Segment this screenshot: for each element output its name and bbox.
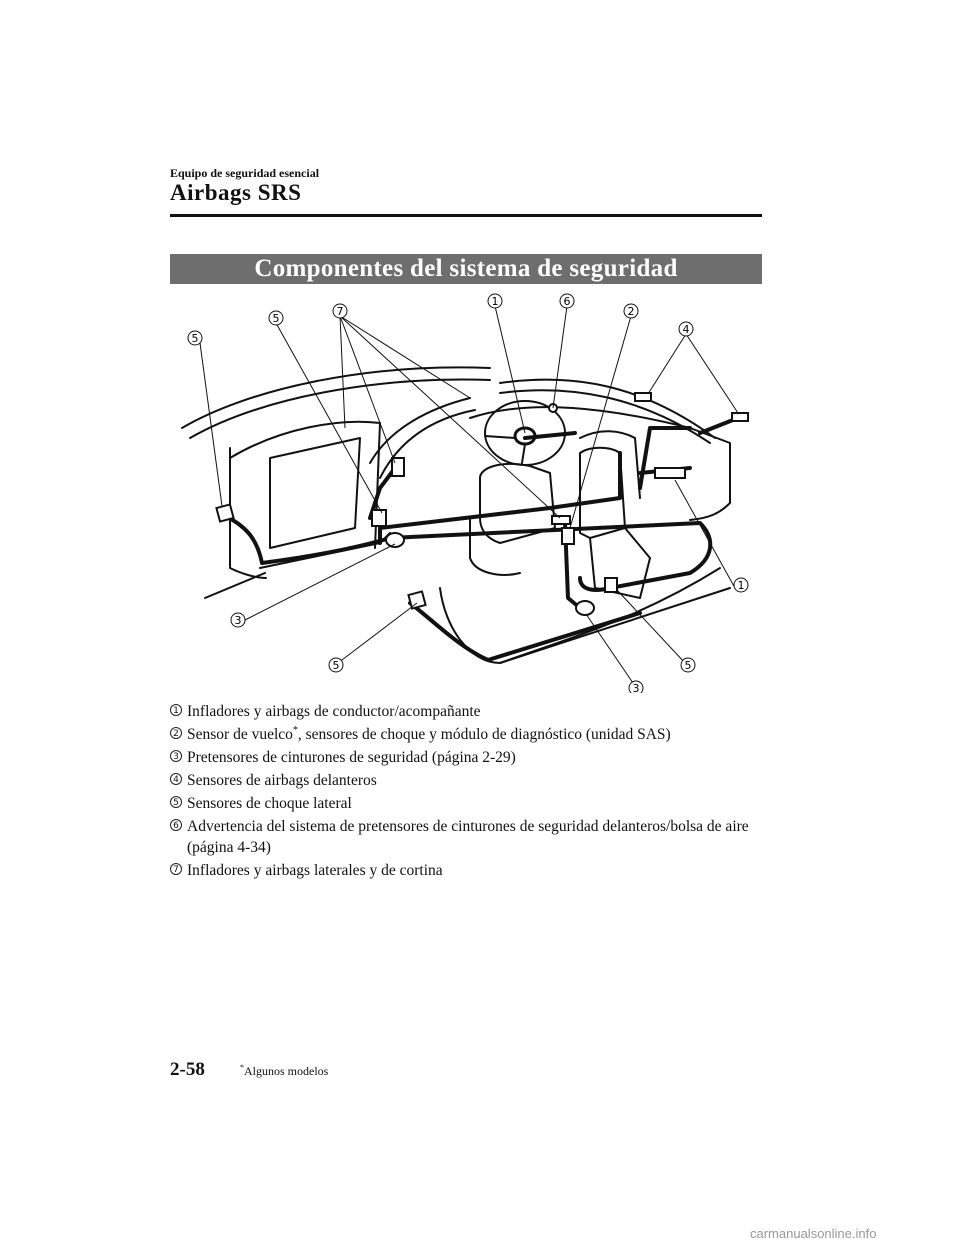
legend-item: 3 Pretensores de cinturones de seguridad… bbox=[170, 747, 770, 768]
callout-2: 2 bbox=[624, 304, 638, 318]
svg-text:4: 4 bbox=[683, 323, 690, 336]
section-banner: Componentes del sistema de seguridad sup… bbox=[170, 254, 762, 284]
title-divider bbox=[170, 214, 762, 217]
callout-3: 3 bbox=[629, 681, 643, 693]
footnote-text: Algunos modelos bbox=[244, 1064, 328, 1078]
legend-item: 5 Sensores de choque lateral bbox=[170, 793, 770, 814]
callout-number-icon: 5 bbox=[170, 796, 182, 808]
svg-text:5: 5 bbox=[192, 332, 199, 345]
legend-text: Pretensores de cinturones de seguridad (… bbox=[187, 749, 516, 766]
callout-6: 6 bbox=[560, 294, 574, 308]
callout-4: 4 bbox=[679, 322, 693, 336]
callout-5: 5 bbox=[188, 331, 202, 345]
section-label: Equipo de seguridad esencial bbox=[170, 166, 319, 181]
callout-number-icon: 1 bbox=[170, 704, 182, 716]
callout-number-icon: 4 bbox=[170, 773, 182, 785]
airbag-components-diagram: 5 5 7 1 6 2 4 1 3 5 5 3 bbox=[170, 288, 762, 693]
legend-text: Infladores y airbags de conductor/acompa… bbox=[187, 703, 481, 720]
svg-text:3: 3 bbox=[633, 682, 640, 693]
svg-text:1: 1 bbox=[492, 295, 499, 308]
svg-text:2: 2 bbox=[628, 305, 635, 318]
callout-7: 7 bbox=[333, 304, 347, 318]
legend-item: 2 Sensor de vuelco*, sensores de choque … bbox=[170, 724, 770, 745]
callout-1: 1 bbox=[734, 578, 748, 592]
watermark[interactable]: carmanualsonline.info bbox=[750, 1226, 876, 1241]
legend-text: Sensores de airbags delanteros bbox=[187, 772, 377, 789]
legend-text: , sensores de choque y módulo de diagnós… bbox=[298, 726, 671, 743]
legend-item: 4 Sensores de airbags delanteros bbox=[170, 770, 770, 791]
svg-text:5: 5 bbox=[273, 312, 280, 325]
callout-number-icon: 3 bbox=[170, 750, 182, 762]
component-legend: 1 Infladores y airbags de conductor/acom… bbox=[170, 701, 770, 883]
legend-item: 1 Infladores y airbags de conductor/acom… bbox=[170, 701, 770, 722]
svg-text:5: 5 bbox=[685, 659, 692, 672]
legend-item: 6 Advertencia del sistema de pretensores… bbox=[170, 816, 770, 858]
callout-1: 1 bbox=[488, 294, 502, 308]
page-number: 2-58 bbox=[170, 1059, 205, 1081]
legend-text: Sensor de vuelco bbox=[187, 726, 293, 743]
callout-5: 5 bbox=[681, 658, 695, 672]
callout-number-icon: 6 bbox=[170, 819, 182, 831]
svg-text:1: 1 bbox=[738, 579, 745, 592]
svg-text:7: 7 bbox=[337, 305, 344, 318]
svg-text:5: 5 bbox=[333, 659, 340, 672]
legend-text: Infladores y airbags laterales y de cort… bbox=[187, 862, 443, 879]
legend-text: Sensores de choque lateral bbox=[187, 795, 352, 812]
svg-text:3: 3 bbox=[235, 614, 242, 627]
legend-item: 7 Infladores y airbags laterales y de co… bbox=[170, 860, 770, 881]
callout-5: 5 bbox=[329, 658, 343, 672]
footnote: *Algunos modelos bbox=[240, 1063, 328, 1079]
callout-number-icon: 2 bbox=[170, 727, 182, 739]
page-title: Airbags SRS bbox=[170, 180, 301, 206]
legend-text: Advertencia del sistema de pretensores d… bbox=[187, 818, 749, 856]
callout-5: 5 bbox=[269, 311, 283, 325]
callout-3: 3 bbox=[231, 613, 245, 627]
svg-text:6: 6 bbox=[564, 295, 571, 308]
callout-number-icon: 7 bbox=[170, 863, 182, 875]
